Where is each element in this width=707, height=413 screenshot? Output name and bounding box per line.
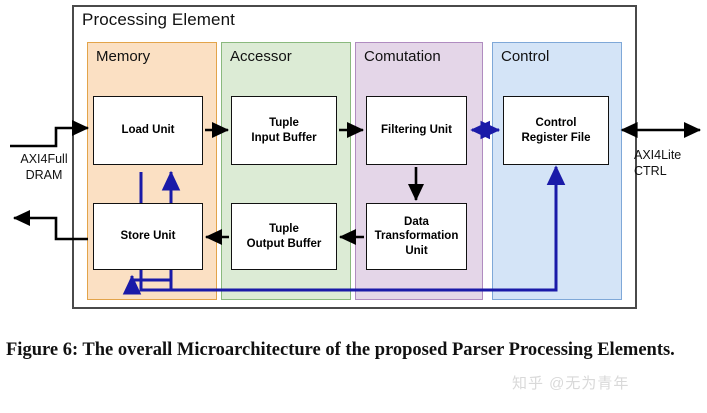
tuple-input-buffer-line2: Input Buffer xyxy=(251,131,317,144)
unit-tuple-input-buffer[interactable]: Tuple Input Buffer xyxy=(231,96,337,165)
axi4lite-line2: CTRL xyxy=(634,163,667,178)
unit-data-transformation-unit[interactable]: Data Transformation Unit xyxy=(366,203,467,270)
group-label-computation: Comutation xyxy=(364,48,441,65)
group-label-accessor: Accessor xyxy=(230,48,292,65)
crf-line1: Control xyxy=(535,117,577,130)
unit-load-unit[interactable]: Load Unit xyxy=(93,96,203,165)
unit-control-register-file[interactable]: Control Register File xyxy=(503,96,609,165)
tuple-output-buffer-line2: Output Buffer xyxy=(246,237,322,250)
wiring-layer xyxy=(10,119,702,295)
tuple-input-buffer-line1: Tuple xyxy=(269,117,299,130)
unit-filtering-unit[interactable]: Filtering Unit xyxy=(366,96,467,165)
unit-filtering-unit-label: Filtering Unit xyxy=(381,124,452,137)
arrow-axi4full-in xyxy=(10,119,90,148)
unit-data-transformation-unit-label: Data Transformation Unit xyxy=(375,215,459,257)
unit-store-unit-label: Store Unit xyxy=(120,230,176,243)
arrow-axi4full-out xyxy=(12,209,88,241)
axi4full-line1: AXI4Full xyxy=(20,152,68,166)
crf-line2: Register File xyxy=(521,131,591,144)
group-label-control: Control xyxy=(501,48,550,65)
port-label-axi4full-dram: AXI4Full DRAM xyxy=(2,152,86,183)
dtu-line3: Unit xyxy=(405,244,428,257)
axi4lite-line1: AXI4Lite xyxy=(634,148,682,162)
unit-tuple-output-buffer[interactable]: Tuple Output Buffer xyxy=(231,203,337,270)
processing-element-title: Processing Element xyxy=(82,10,235,29)
figure-caption: Figure 6: The overall Microarchitecture … xyxy=(6,340,675,360)
figure-diagram: Processing Element Memory Accessor Comut… xyxy=(2,5,706,309)
unit-tuple-input-buffer-label: Tuple Input Buffer xyxy=(251,116,316,144)
dtu-line2: Transformation xyxy=(374,230,459,243)
unit-tuple-output-buffer-label: Tuple Output Buffer xyxy=(247,222,322,250)
watermark: 知乎 @无为青年 xyxy=(512,375,630,392)
control-bus-to-load-unit xyxy=(139,165,566,292)
group-label-memory: Memory xyxy=(96,48,151,65)
tuple-output-buffer-line1: Tuple xyxy=(269,223,299,236)
control-bus-to-store-unit xyxy=(122,274,173,295)
unit-store-unit[interactable]: Store Unit xyxy=(93,203,203,270)
unit-control-register-file-label: Control Register File xyxy=(521,116,590,144)
axi4full-line2: DRAM xyxy=(25,167,63,182)
unit-load-unit-label: Load Unit xyxy=(121,124,175,137)
dtu-line1: Data xyxy=(404,216,429,229)
port-label-axi4lite-ctrl: AXI4Lite CTRL xyxy=(634,148,706,179)
